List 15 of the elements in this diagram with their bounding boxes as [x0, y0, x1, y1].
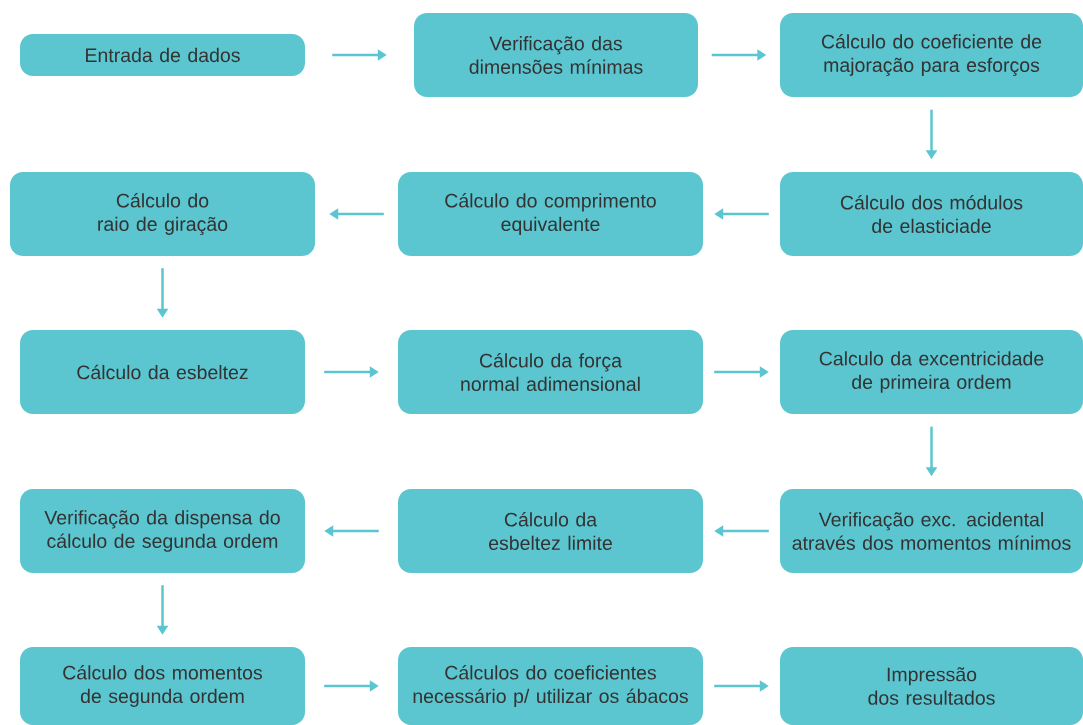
- process-box: Verificação das dimensões mínimas: [414, 13, 698, 97]
- process-box: Verificação exc. acidental através dos momentos mínimos: [780, 489, 1083, 573]
- process-box: Cálculo da força normal adimensional: [398, 330, 703, 414]
- process-box: Cálculos do coeficientes necessário p/ utilizar os ábacos: [398, 647, 703, 725]
- process-box: Cálculo da esbeltez limite: [398, 489, 703, 573]
- process-box: Cálculo dos módulos de elasticiade: [780, 172, 1083, 256]
- process-box: Cálculo do comprimento equivalente: [398, 172, 703, 256]
- process-box: Calculo da excentricidade de primeira ordem: [780, 330, 1083, 414]
- process-box: Cálculo do raio de giração: [10, 172, 315, 256]
- process-box: Cálculo dos momentos de segunda ordem: [20, 647, 305, 725]
- process-box: Entrada de dados: [20, 34, 305, 76]
- process-box: Cálculo da esbeltez: [20, 330, 305, 414]
- process-box: Verificação da dispensa do cálculo de segunda ordem: [20, 489, 305, 573]
- process-box: Cálculo do coeficiente de majoração para esforços: [780, 13, 1083, 97]
- process-box: Impressão dos resultados: [780, 647, 1083, 725]
